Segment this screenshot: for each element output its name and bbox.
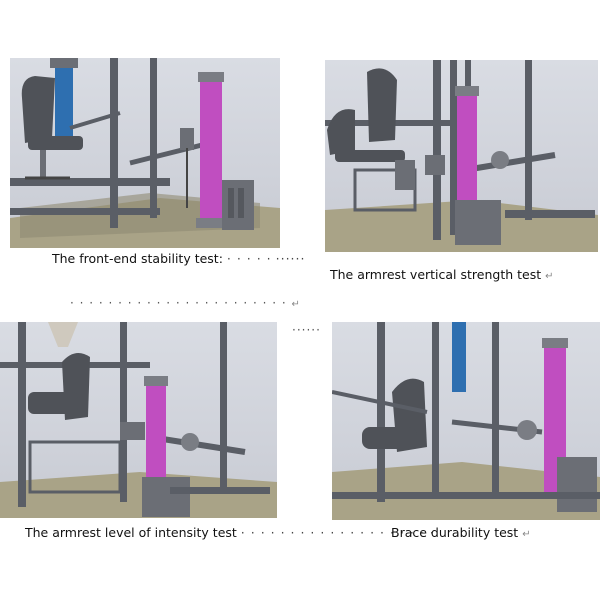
test-figure-brace-durability [332,322,600,520]
caption-text: The front-end stability test: [52,251,223,266]
caption-text: Brace durability test [391,525,519,540]
test-rig-drawing [10,58,280,248]
dot-leader: · · · · · · · · · · · · · · · · · · · · [240,525,435,540]
caption-armrest-vertical-strength: The armrest vertical strength test ↵ [330,267,554,285]
dot-leader: · · · · · · · · · · · · · · · · · · · · … [70,296,287,310]
dot-leader: ······ [292,323,321,337]
test-rig-drawing [0,322,277,518]
return-mark: ↵ [545,271,554,282]
test-rig-drawing [325,60,598,252]
test-figure-armrest-intensity [0,322,277,518]
dot-leader: ······ [275,251,306,266]
return-mark: ↵ [291,299,301,310]
test-figure-armrest-vertical-strength [325,60,598,252]
dot-leader: · · · · · [226,251,272,266]
caption-armrest-intensity: The armrest level of intensity test · · … [25,525,435,541]
caption-text: The armrest level of intensity test [25,525,237,540]
dot-leader-small: ······ [292,323,321,337]
caption-front-end-stability: The front-end stability test: · · · · · … [52,251,305,267]
caption-text: The armrest vertical strength test [330,267,542,282]
test-figure-front-end-stability [10,58,280,248]
dot-leader-line: · · · · · · · · · · · · · · · · · · · · … [70,296,301,310]
return-mark: ↵ [522,529,531,540]
caption-brace-durability: Brace durability test ↵ [391,525,531,543]
test-rig-drawing [332,322,600,520]
